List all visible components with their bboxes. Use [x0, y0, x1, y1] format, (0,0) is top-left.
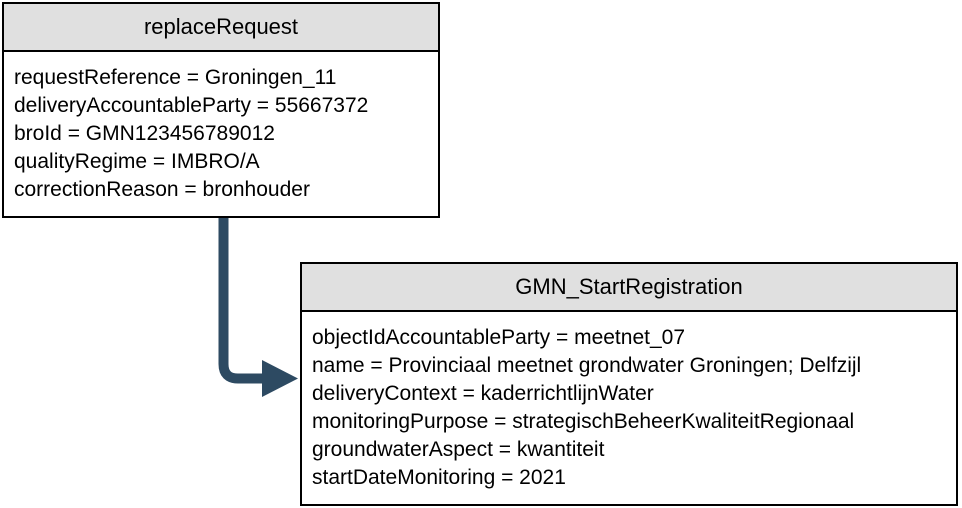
replace-request-attributes: requestReference = Groningen_11 delivery… [4, 52, 438, 216]
replace-request-title: replaceRequest [4, 4, 438, 52]
replace-request-box: replaceRequest requestReference = Gronin… [2, 2, 440, 218]
attr-bro-id: broId = GMN123456789012 [14, 122, 275, 145]
gmn-start-registration-attributes: objectIdAccountableParty = meetnet_07 na… [302, 312, 956, 504]
gmn-start-registration-title: GMN_StartRegistration [302, 264, 956, 312]
attr-quality-regime: qualityRegime = IMBRO/A [14, 150, 260, 173]
arrow-line [218, 217, 264, 384]
arrow-head-icon [262, 360, 298, 397]
attr-name: name = Provinciaal meetnet grondwater Gr… [312, 354, 862, 377]
attr-request-reference: requestReference = Groningen_11 [14, 66, 337, 89]
attr-delivery-accountable-party: deliveryAccountableParty = 55667372 [14, 94, 369, 117]
gmn-start-registration-box: GMN_StartRegistration objectIdAccountabl… [300, 262, 958, 506]
attr-delivery-context: deliveryContext = kaderrichtlijnWater [312, 382, 654, 405]
attr-object-id-accountable-party: objectIdAccountableParty = meetnet_07 [312, 326, 685, 349]
attr-monitoring-purpose: monitoringPurpose = strategischBeheerKwa… [312, 410, 855, 433]
attr-groundwater-aspect: groundwaterAspect = kwantiteit [312, 438, 605, 461]
attr-start-date-monitoring: startDateMonitoring = 2021 [312, 466, 566, 489]
attr-correction-reason: correctionReason = bronhouder [14, 178, 310, 201]
